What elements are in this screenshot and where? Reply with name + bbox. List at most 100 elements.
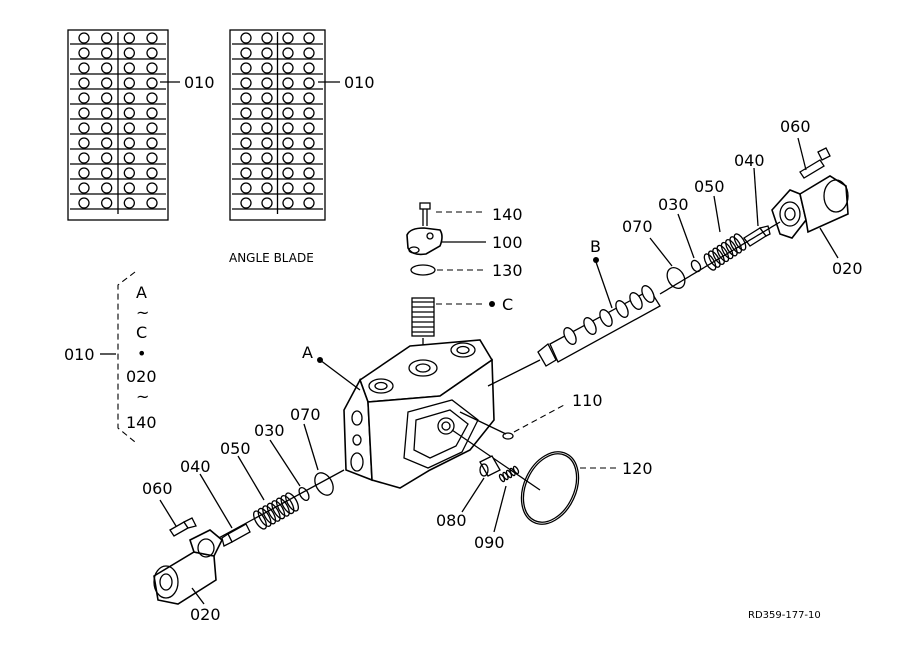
label-010-left: 010 (184, 73, 215, 92)
range-label-020: 020 (126, 367, 157, 386)
stack-port-circle (78, 152, 90, 164)
stack-port-circle (303, 122, 315, 134)
stack-port-circle (240, 152, 252, 164)
range-label-a: A (136, 283, 147, 302)
stack-port-circle (261, 77, 273, 89)
washer-030-bot (298, 486, 310, 502)
leader-050-bot (237, 455, 265, 501)
stack-port-circle (261, 62, 273, 74)
stack-port-circle (240, 137, 252, 149)
spring-coil (725, 239, 738, 257)
cap-020-top (771, 175, 849, 239)
label-090: 090 (474, 533, 505, 552)
leader-090 (493, 485, 507, 533)
leader-020-bot (191, 587, 205, 605)
stack-port-circle (303, 32, 315, 44)
label-060-top: 060 (780, 117, 811, 136)
stack-port-circle (123, 47, 135, 59)
label-100: 100 (492, 233, 523, 252)
stack-port-circle (282, 32, 294, 44)
spring-coil (257, 507, 272, 528)
stack-port-circle (123, 92, 135, 104)
oring-070-bot (314, 472, 334, 496)
cap-020-bot (153, 529, 223, 605)
stack-port-circle (146, 197, 158, 209)
stack-port-circle (146, 167, 158, 179)
range-label-c: C (136, 323, 147, 342)
leader-060-top (797, 137, 807, 171)
spring-090 (498, 465, 520, 483)
stack-port-circle (240, 47, 252, 59)
spring-coil (729, 236, 743, 254)
spring-coil (703, 253, 717, 271)
stack-port-circle (261, 92, 273, 104)
spool-b (537, 285, 661, 367)
stack-port-circle (146, 152, 158, 164)
stack-port-circle (146, 47, 158, 59)
spring-coil (712, 247, 725, 265)
stack-port-circle (123, 182, 135, 194)
stack-port-circle (78, 107, 90, 119)
label-070-bot: 070 (290, 405, 321, 424)
stack-port-circle (123, 167, 135, 179)
stack-port-circle (261, 182, 273, 194)
oring-070-top (666, 267, 686, 289)
label-060-bot: 060 (142, 479, 173, 498)
stack-port-circle (240, 92, 252, 104)
bolt-140 (419, 202, 431, 226)
leader-030-bot (269, 439, 301, 487)
leader-040-bot (199, 473, 233, 529)
spool-land (563, 327, 577, 345)
label-020-top: 020 (832, 259, 863, 278)
stack-port-circle (282, 167, 294, 179)
spool-land (599, 309, 613, 327)
axis-110 (459, 411, 507, 435)
oring-110 (502, 432, 514, 440)
stack-port-circle (282, 152, 294, 164)
stack-port-circle (303, 47, 315, 59)
spring-coil (262, 505, 277, 525)
stack-port-circle (282, 47, 294, 59)
leader-020-top (819, 227, 839, 259)
label-040-bot: 040 (180, 457, 211, 476)
stack-port-circle (101, 122, 113, 134)
stack-port-circle (101, 167, 113, 179)
label-110: 110 (572, 391, 603, 410)
spring-coil (271, 500, 286, 520)
stack-port-circle (240, 167, 252, 179)
stack-port-circle (282, 107, 294, 119)
stack-port-circle (101, 47, 113, 59)
stack-port-circle (101, 137, 113, 149)
leader-040-top (753, 167, 759, 227)
stack-port-circle (303, 137, 315, 149)
leader-060-bot (159, 499, 177, 527)
stack-port-circle (146, 182, 158, 194)
stack-port-circle (282, 197, 294, 209)
stack-port-circle (123, 107, 135, 119)
stack-port-circle (261, 107, 273, 119)
stack-port-circle (303, 182, 315, 194)
stack-port-circle (146, 137, 158, 149)
stack-port-circle (240, 62, 252, 74)
stack-port-circle (261, 152, 273, 164)
spring-coil (720, 241, 734, 260)
stack-port-circle (303, 152, 315, 164)
stack-port-circle (303, 167, 315, 179)
stack-port-circle (101, 77, 113, 89)
label-070-top: 070 (622, 217, 653, 236)
spring-coil (275, 497, 290, 517)
valve-body (343, 339, 495, 489)
stack-port-circle (146, 77, 158, 89)
oring-130 (410, 264, 436, 276)
label-010-right: 010 (344, 73, 375, 92)
spring-coil (707, 250, 721, 268)
stack-port-circle (282, 62, 294, 74)
spring-coil (266, 502, 281, 522)
stack-port-circle (282, 77, 294, 89)
stack-port-circle (146, 122, 158, 134)
label-050-bot: 050 (220, 439, 251, 458)
stack-port-circle (123, 32, 135, 44)
group-bracket (117, 271, 136, 443)
washer-030-top (690, 259, 702, 273)
